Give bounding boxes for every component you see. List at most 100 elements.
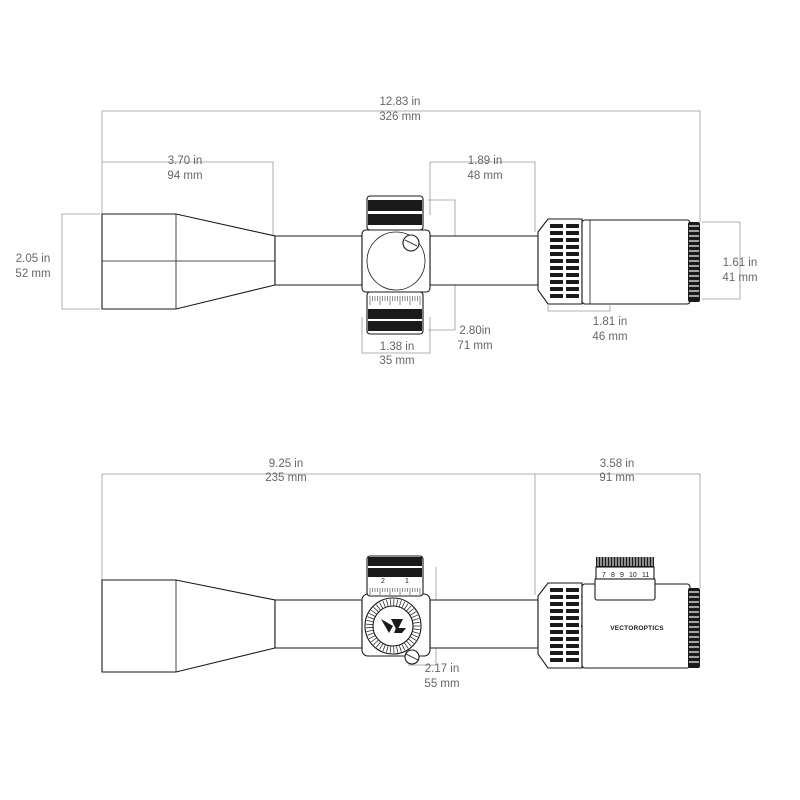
knurl-segment <box>566 259 579 263</box>
elevation-turret-top <box>366 195 424 231</box>
knurl-line <box>367 616 375 620</box>
knurl-line <box>366 620 374 623</box>
knurl-segment <box>550 252 563 256</box>
power-ring-mm: 46 mm <box>592 331 627 343</box>
knurl-line <box>389 645 392 653</box>
knurl-segment <box>550 616 563 620</box>
power-ring-in: 1.81 in <box>593 316 628 328</box>
knurl-segment <box>550 651 563 655</box>
power-number-8: 8 <box>611 572 615 579</box>
knurl-line <box>370 609 378 615</box>
front-length-in: 9.25 in <box>269 458 304 470</box>
main-tube <box>274 235 363 286</box>
knurl-segment <box>550 259 563 263</box>
side-eyepiece: 7 8 9 10 11 VECTOROPTICS <box>581 557 700 669</box>
knurl-line <box>403 642 409 649</box>
knurl-line <box>406 640 412 647</box>
power-number-11: 11 <box>642 572 649 579</box>
front-length-mm: 235 mm <box>265 472 307 484</box>
eyepiece-diameter-in: 1.61 in <box>723 257 758 269</box>
knurl-line <box>412 631 420 634</box>
knurl-segment <box>566 266 579 270</box>
knurl-segment <box>550 630 563 634</box>
objective-bell-in: 3.70 in <box>168 155 203 167</box>
knurl-line <box>409 611 417 616</box>
knurl-segment <box>550 658 563 662</box>
knurl-segment <box>550 266 563 270</box>
turret-height-mm: 71 mm <box>457 340 492 352</box>
knurl-line <box>408 638 414 644</box>
knurl-segment <box>566 623 579 627</box>
knurl-segment <box>566 637 579 641</box>
knurl-segment <box>566 609 579 613</box>
knurl-segment <box>566 238 579 242</box>
brand-text: VECTOROPTICS <box>610 625 664 632</box>
knurl-segment <box>566 616 579 620</box>
knurl-line <box>408 608 414 614</box>
knurl-segment <box>566 602 579 606</box>
knurl-line <box>396 645 399 653</box>
knurl-line <box>411 614 418 619</box>
knurl-segment <box>566 287 579 291</box>
objective-bell <box>101 213 276 310</box>
knurl-segment <box>550 238 563 242</box>
windage-turret-bottom <box>366 291 424 335</box>
knurl-line <box>382 644 386 652</box>
knurl-segment <box>566 224 579 228</box>
knurl-segment <box>550 588 563 592</box>
turret-height-in: 2.80in <box>459 325 490 337</box>
side-view: 2 1 4 1 3 7 8 9 10 11 VECTOROPTICS <box>101 458 701 690</box>
knurl-line <box>401 643 406 651</box>
rear-length-mm: 91 mm <box>599 472 634 484</box>
saddle-width-mm: 35 mm <box>379 355 414 367</box>
knurl-line <box>368 613 376 617</box>
rear-length-in: 3.58 in <box>600 458 635 470</box>
top-view: 12.83 in 326 mm 3.70 in 94 mm 1.89 in 48… <box>15 96 757 367</box>
objective-diameter-mm: 52 mm <box>15 268 50 280</box>
top-dimension-lines <box>61 110 741 354</box>
saddle-width-in: 1.38 in <box>380 341 415 353</box>
saddle-height-mm: 55 mm <box>424 678 459 690</box>
knurl-line <box>403 603 409 610</box>
knurl-segment <box>566 644 579 648</box>
knurl-segment <box>550 245 563 249</box>
knurl-segment <box>550 280 563 284</box>
knurl-segment <box>550 595 563 599</box>
knurl-segment <box>566 245 579 249</box>
knurl-line <box>401 601 406 609</box>
knurl-line <box>386 645 389 653</box>
knurl-line <box>368 635 376 639</box>
knurl-line <box>406 605 412 612</box>
knurl-segment <box>550 623 563 627</box>
knurl-line <box>373 639 379 646</box>
knurl-line <box>409 636 417 641</box>
knurl-line <box>398 644 402 652</box>
turret-number-1: 1 <box>405 578 409 585</box>
knurl-line <box>396 599 399 607</box>
knurl-line <box>412 628 420 631</box>
total-length-in: 12.83 in <box>380 96 421 108</box>
knurl-segment <box>550 287 563 291</box>
power-number-7: 7 <box>602 572 606 579</box>
knurl-segment <box>550 644 563 648</box>
side-objective-bell <box>101 579 276 673</box>
knurl-segment <box>566 280 579 284</box>
knurl-segment <box>566 294 579 298</box>
knurl-line <box>367 632 375 636</box>
knurl-line <box>376 641 381 648</box>
knurl-line <box>389 599 392 607</box>
side-power-ring: 4 1 3 <box>537 582 588 669</box>
knurl-line <box>366 629 374 632</box>
knurl-segment <box>566 595 579 599</box>
knurl-segment <box>550 231 563 235</box>
knurl-segment <box>566 588 579 592</box>
objective-bell-mm: 94 mm <box>167 170 202 182</box>
knurl-line <box>376 604 381 611</box>
knurl-segment <box>550 273 563 277</box>
knurl-segment <box>566 658 579 662</box>
knurl-line <box>379 602 384 609</box>
power-number-9: 9 <box>620 572 624 579</box>
knurl-line <box>398 600 402 608</box>
eyepiece-diameter-mm: 41 mm <box>722 272 757 284</box>
knurl-line <box>379 643 384 650</box>
